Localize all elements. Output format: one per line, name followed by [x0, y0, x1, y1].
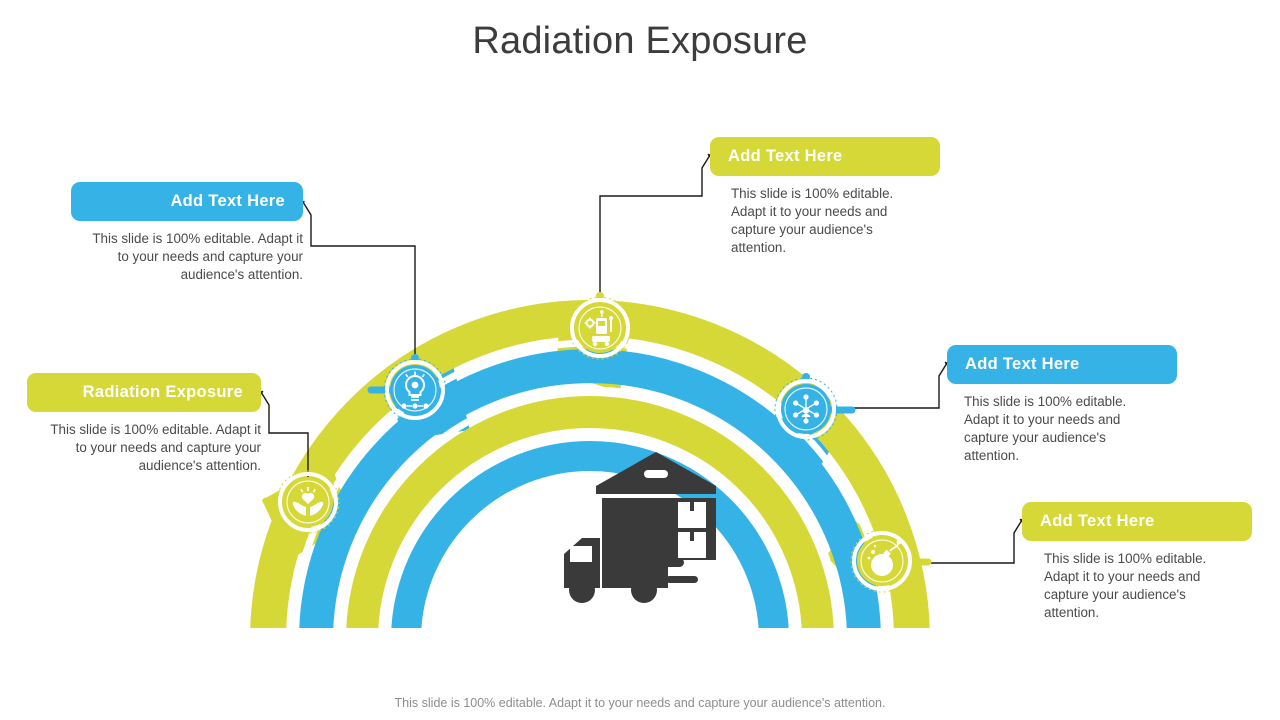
callout-mid-right[interactable]: Add Text Here This slide is 100% editabl… [947, 345, 1177, 465]
node-network-hub[interactable] [774, 377, 838, 441]
node-lightbulb-gear[interactable] [383, 358, 447, 422]
callout-body: This slide is 100% editable. Adapt it to… [731, 186, 894, 255]
callout-body: This slide is 100% editable. Adapt it to… [92, 231, 303, 282]
slide-footer-note: This slide is 100% editable. Adapt it to… [394, 696, 886, 710]
node-inner-ring [578, 306, 622, 350]
bomb-icon [867, 539, 902, 576]
connector-top-left [302, 201, 416, 358]
callout-body: This slide is 100% editable. Adapt it to… [50, 422, 261, 473]
callout-title: Radiation Exposure [27, 373, 261, 412]
arc-base-strip [250, 628, 1030, 634]
connector-bottom-right [912, 519, 1023, 564]
node-dashed-ring [568, 296, 632, 360]
callout-top-left[interactable]: Add Text Here This slide is 100% editabl… [71, 182, 303, 284]
node-dashed-ring [774, 377, 838, 441]
callout-title: Add Text Here [1022, 502, 1252, 541]
lightbulb-gear-icon [401, 371, 429, 409]
node-inner-ring [393, 368, 437, 412]
connector-top-right [599, 154, 711, 296]
callout-bottom-right[interactable]: Add Text Here This slide is 100% editabl… [1022, 502, 1252, 622]
node-white-ring [852, 531, 912, 591]
node-white-ring [570, 298, 630, 358]
warehouse-truck-graphic [556, 450, 726, 610]
warehouse-truck-icon [564, 452, 716, 603]
node-bomb[interactable] [850, 529, 914, 593]
callout-title: Add Text Here [947, 345, 1177, 384]
node-dashed-ring [276, 470, 340, 534]
node-inner-ring [286, 480, 330, 524]
node-hands-heart[interactable] [276, 470, 340, 534]
node-white-ring [776, 379, 836, 439]
callout-title: Add Text Here [710, 137, 940, 176]
network-hub-icon [793, 394, 819, 424]
callout-title: Add Text Here [71, 182, 303, 221]
node-dashed-ring [383, 358, 447, 422]
node-robot-factory[interactable] [568, 296, 632, 360]
node-dashed-ring [850, 529, 914, 593]
node-disc [390, 365, 440, 415]
callout-top-right[interactable]: Add Text Here This slide is 100% editabl… [710, 137, 940, 257]
callout-body: This slide is 100% editable. Adapt it to… [964, 394, 1127, 463]
callout-body: This slide is 100% editable. Adapt it to… [1044, 551, 1207, 620]
node-white-ring [278, 472, 338, 532]
hands-heart-icon [292, 487, 324, 516]
node-inner-ring [860, 539, 904, 583]
connector-mid-right [838, 362, 948, 409]
robot-factory-icon [584, 310, 613, 347]
callout-mid-left[interactable]: Radiation Exposure This slide is 100% ed… [27, 373, 261, 475]
node-inner-ring [784, 387, 828, 431]
page-title: Radiation Exposure [472, 20, 808, 62]
node-white-ring [385, 360, 445, 420]
